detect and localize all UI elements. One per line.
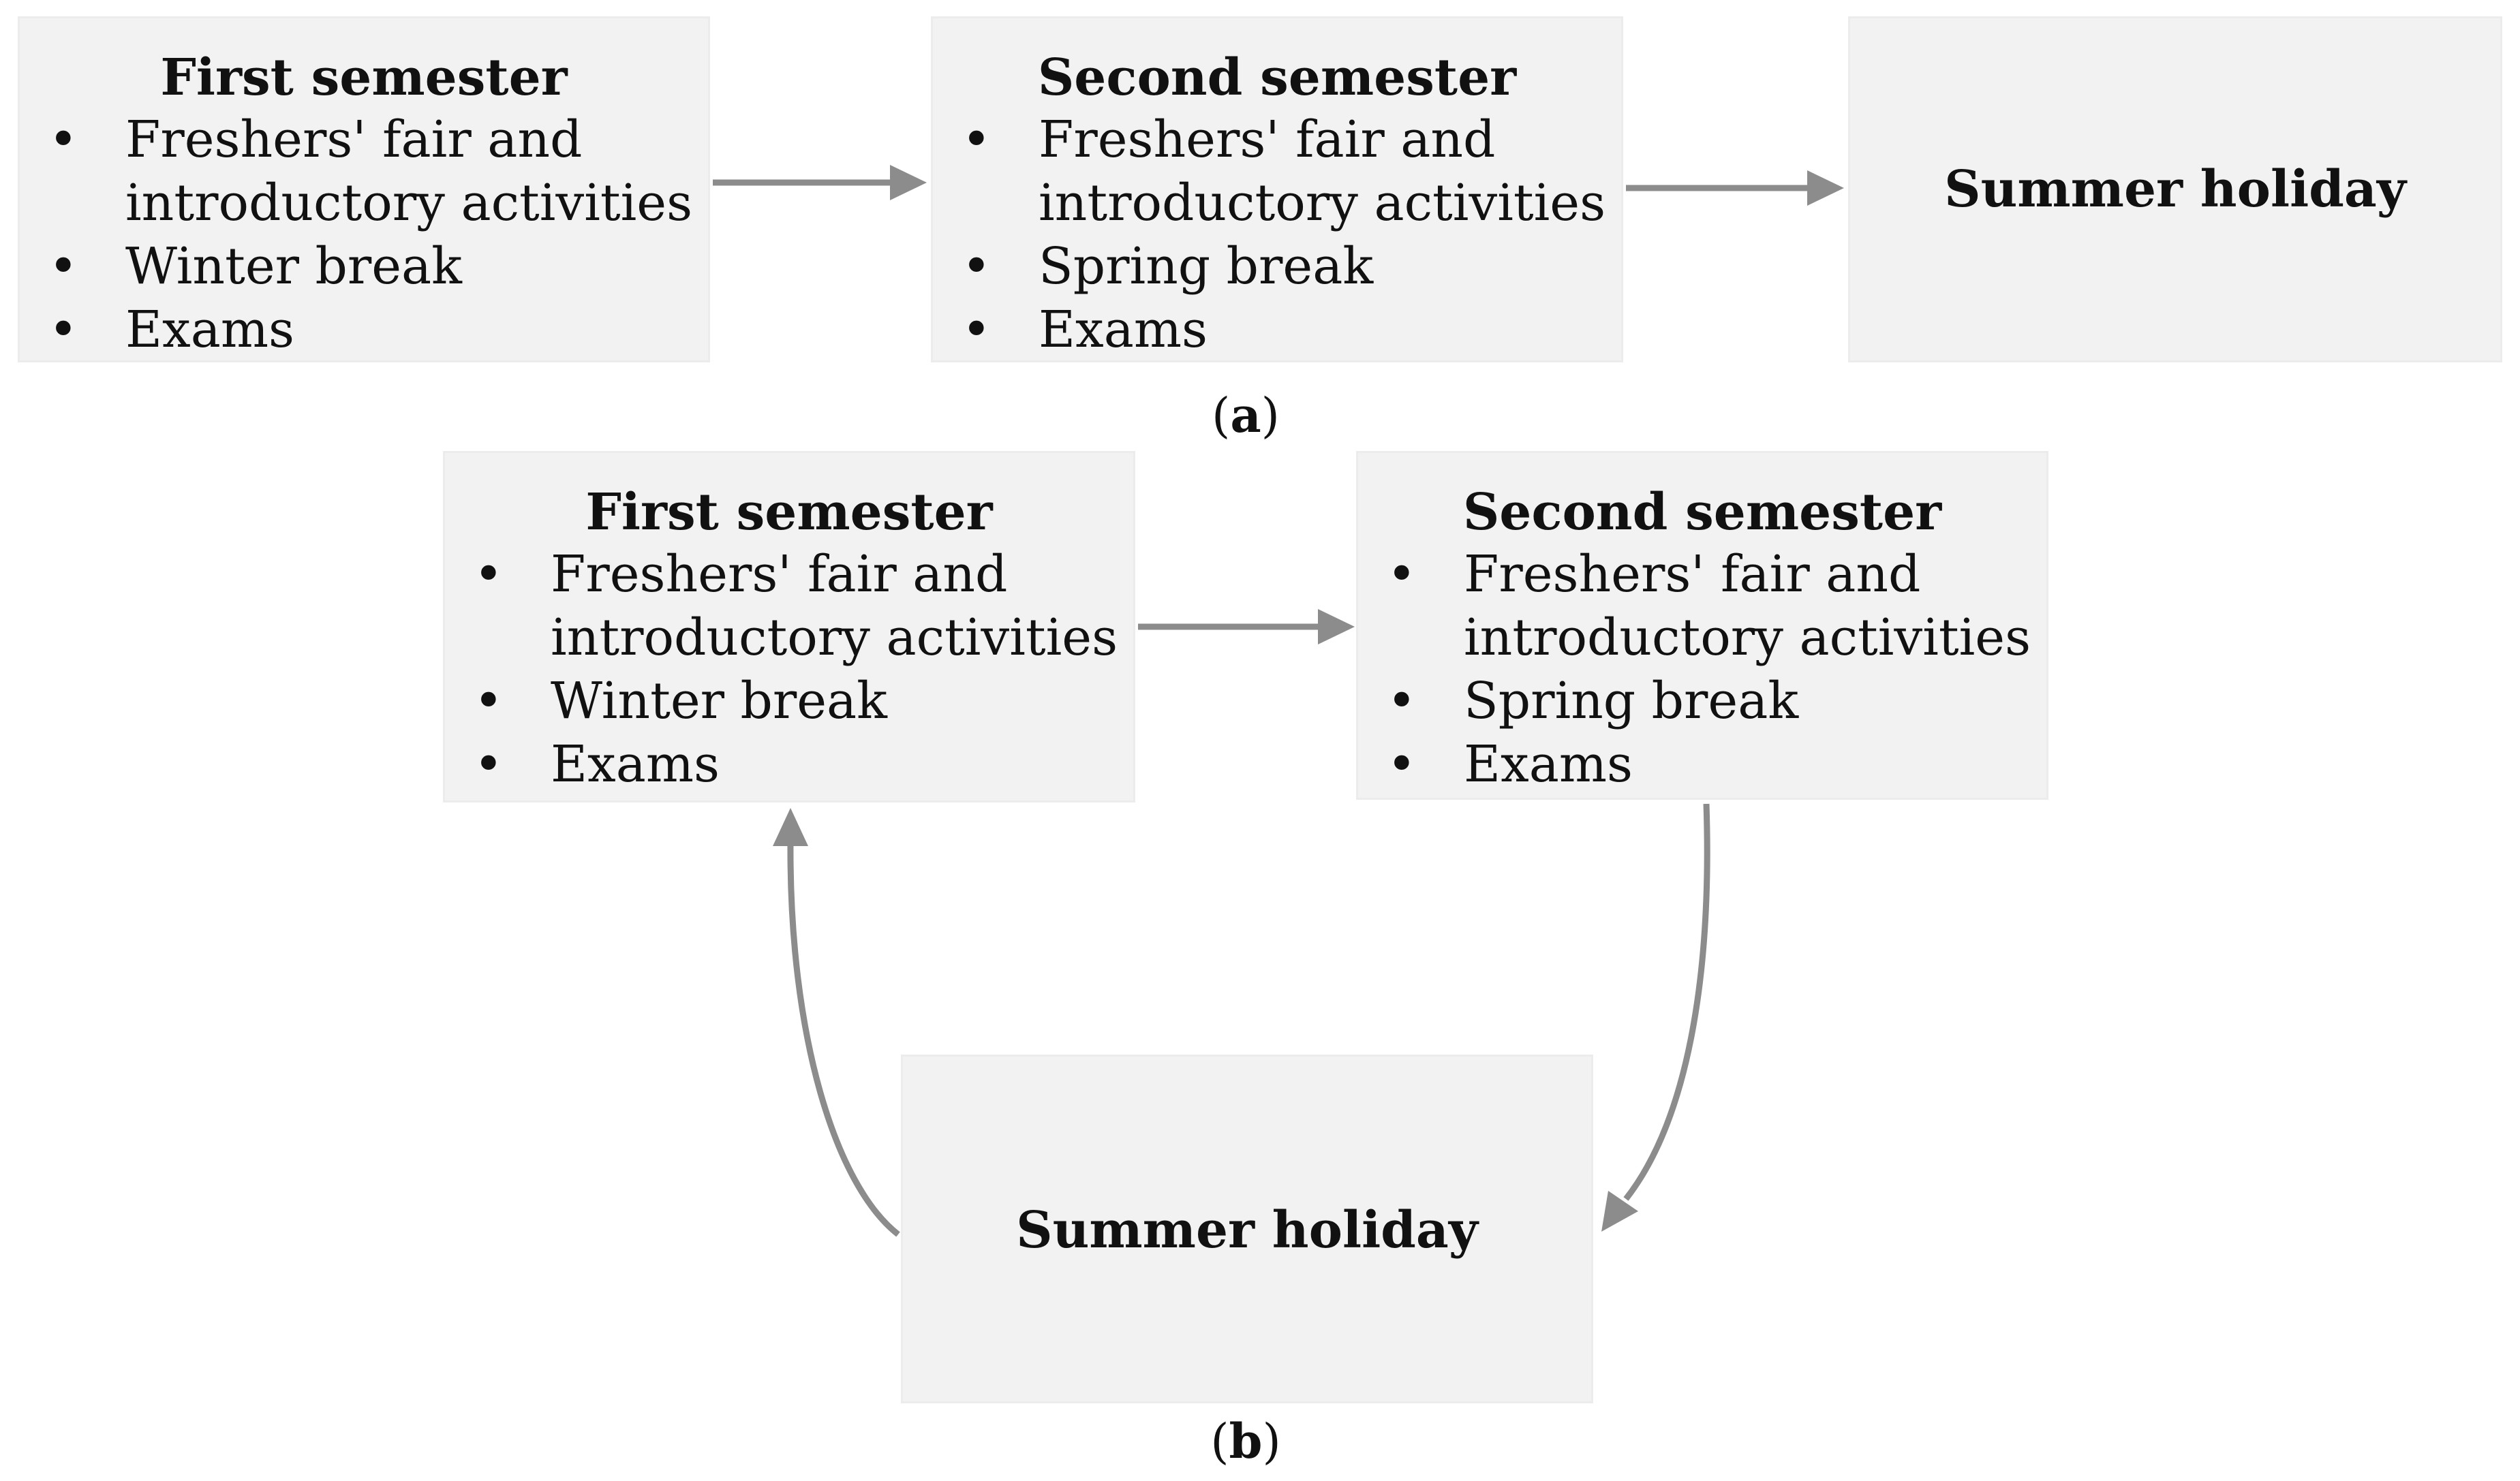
panel-b-first-semester-box: First semester • Freshers' fair and intr… (443, 451, 1135, 802)
list-item-line: introductory activities (125, 174, 693, 232)
panel-b-summer-holiday-label: Summer holiday (1016, 1201, 1478, 1260)
list-item-line: Freshers' fair and (125, 110, 583, 169)
panel-b-arrow-summer-to-first (773, 808, 900, 1237)
bullet-icon: • (48, 110, 78, 169)
list-item-line: introductory activities (1039, 174, 1606, 232)
bullet-icon: • (474, 735, 504, 794)
bullet-icon: • (962, 110, 992, 169)
panel-a-second-semester-title: Second semester (1037, 48, 1517, 107)
list-item-line: Winter break (551, 672, 888, 730)
bullet-icon: • (48, 237, 78, 296)
panel-b-first-semester-title: First semester (585, 483, 993, 542)
bullet-icon: • (1387, 672, 1417, 730)
panel-a-arrow-first-to-second (713, 165, 927, 200)
list-item: • Freshers' fair and introductory activi… (20, 108, 692, 235)
list-item-line: introductory activities (551, 608, 1118, 667)
panel-a-caption-letter: a (1230, 387, 1261, 443)
list-item: • Spring break (933, 235, 1605, 298)
panel-a-summer-holiday-label: Summer holiday (1944, 160, 2406, 219)
list-item: • Freshers' fair and introductory activi… (1358, 543, 2031, 670)
panel-b-arrow-first-to-second (1138, 609, 1355, 644)
panel-a-first-semester-title: First semester (160, 48, 568, 107)
list-item: • Exams (20, 298, 692, 362)
list-item-line: Freshers' fair and (551, 545, 1008, 604)
bullet-icon: • (474, 672, 504, 730)
bullet-icon: • (962, 300, 992, 359)
panel-a-summer-holiday-box: Summer holiday (1848, 16, 2502, 362)
list-item-line: Exams (1039, 300, 1208, 359)
list-item-line: Exams (125, 300, 295, 359)
list-item-line: Spring break (1464, 672, 1799, 730)
list-item: • Exams (1358, 733, 2031, 796)
panel-a-first-semester-list: • Freshers' fair and introductory activi… (20, 108, 692, 362)
bullet-icon: • (474, 545, 504, 604)
list-item-line: Exams (1464, 735, 1633, 794)
list-item: • Exams (445, 733, 1118, 796)
panel-b-caption: (b) (1210, 1413, 1281, 1469)
panel-b-second-semester-list: • Freshers' fair and introductory activi… (1358, 543, 2031, 796)
panel-b-caption-letter: b (1229, 1413, 1263, 1469)
list-item-line: introductory activities (1464, 608, 2031, 667)
panel-a-second-semester-box: Second semester • Freshers' fair and int… (931, 16, 1623, 362)
bullet-icon: • (48, 300, 78, 359)
list-item: • Spring break (1358, 670, 2031, 733)
list-item-line: Freshers' fair and (1464, 545, 1921, 604)
panel-a-caption: (a) (1212, 387, 1280, 443)
panel-b-second-semester-box: Second semester • Freshers' fair and int… (1356, 451, 2048, 800)
list-item: • Winter break (20, 235, 692, 298)
bullet-icon: • (962, 237, 992, 296)
list-item: • Exams (933, 298, 1605, 362)
list-item-line: Winter break (125, 237, 463, 296)
bullet-icon: • (1387, 545, 1417, 604)
list-item-line: Exams (551, 735, 720, 794)
bullet-icon: • (1387, 735, 1417, 794)
list-item: • Freshers' fair and introductory activi… (445, 543, 1118, 670)
list-item-line: Spring break (1039, 237, 1374, 296)
panel-b-summer-holiday-box: Summer holiday (901, 1055, 1593, 1403)
panel-a-first-semester-box: First semester • Freshers' fair and intr… (18, 16, 710, 362)
list-item: • Freshers' fair and introductory activi… (933, 108, 1605, 235)
panel-b-first-semester-list: • Freshers' fair and introductory activi… (445, 543, 1118, 796)
list-item-line: Freshers' fair and (1039, 110, 1496, 169)
list-item: • Winter break (445, 670, 1118, 733)
panel-b-arrow-second-to-summer (1601, 803, 1710, 1232)
panel-b-second-semester-title: Second semester (1462, 483, 1942, 542)
panel-a-arrow-second-to-summer (1626, 170, 1844, 206)
panel-a-second-semester-list: • Freshers' fair and introductory activi… (933, 108, 1605, 362)
